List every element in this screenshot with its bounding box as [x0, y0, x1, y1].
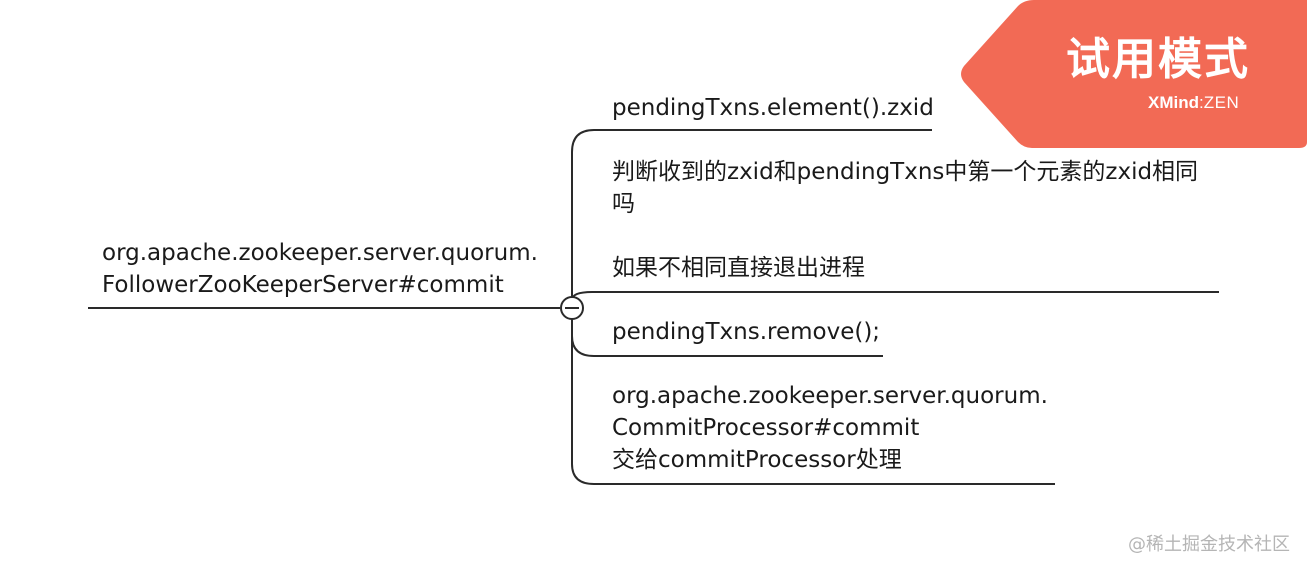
brand-separator: :	[1199, 93, 1204, 112]
child-2-underline	[571, 291, 1219, 301]
brand-main: XMind	[1148, 93, 1199, 112]
collapse-toggle-button[interactable]	[560, 296, 584, 320]
subtopic-compare-zxid[interactable]: 判断收到的zxid和pendingTxns中第一个元素的zxid相同 吗 如果不…	[612, 159, 1199, 281]
subtopic-pendingtxns-remove[interactable]: pendingTxns.remove();	[612, 319, 881, 345]
trial-mode-title: 试用模式	[1066, 34, 1250, 85]
root-topic[interactable]: org.apache.zookeeper.server.quorum. Foll…	[102, 240, 538, 298]
xmind-zen-logo: XMind:ZEN	[1148, 92, 1239, 114]
brand-sub: ZEN	[1203, 93, 1240, 112]
watermark: @稀土掘金技术社区	[1128, 534, 1290, 555]
trial-mode-badge	[961, 0, 1307, 148]
child-3-underline	[571, 335, 883, 357]
subtopic-pendingtxns-element[interactable]: pendingTxns.element().zxid	[612, 95, 934, 121]
subtopic-commitprocessor-commit[interactable]: org.apache.zookeeper.server.quorum. Comm…	[612, 383, 1048, 473]
